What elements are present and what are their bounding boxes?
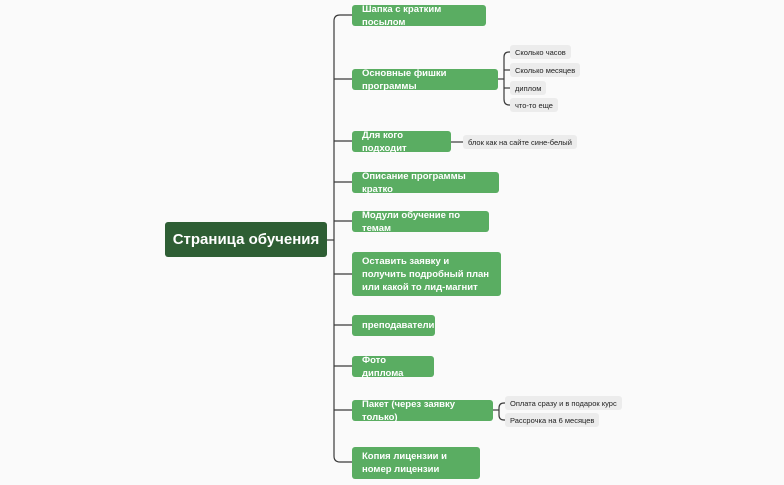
- leaf-connector: [503, 51, 510, 58]
- branch-label: Основные фишки программы: [362, 67, 447, 92]
- leaf-diploma[interactable]: диплом: [510, 81, 547, 95]
- leaf-something-else[interactable]: что-то еще: [510, 98, 558, 112]
- branch-node-hero[interactable]: Шапка с кратким посылом: [352, 3, 486, 28]
- branch-node-audience[interactable]: Для кого подходит: [352, 129, 451, 154]
- branch-node-package[interactable]: Пакет (через заявку только): [352, 398, 493, 423]
- leaf-months[interactable]: Сколько месяцев: [510, 63, 581, 77]
- branch-node-diploma-photo[interactable]: Фото диплома: [352, 354, 434, 379]
- branch-node-short-description[interactable]: Описание программы кратко: [352, 170, 499, 195]
- branch-node-request-plan[interactable]: Оставить заявку и получить подробный пла…: [352, 252, 501, 296]
- branch-connector: [333, 14, 352, 22]
- branch-connector: [333, 455, 352, 463]
- leaf-installment[interactable]: Рассрочка на 6 месяцев: [505, 413, 600, 427]
- branch-node-modules[interactable]: Модули обучение по темам: [352, 209, 489, 234]
- leaf-connector: [503, 98, 510, 106]
- branch-label: Оставить заявку и получить подробный пла…: [362, 255, 490, 293]
- branch-label: Пакет (через заявку только): [362, 398, 456, 423]
- root-label: Страница обучения: [172, 231, 320, 248]
- leaf-hours[interactable]: Сколько часов: [510, 45, 571, 59]
- branch-node-license[interactable]: Копия лицензии и номер лицензии: [352, 447, 480, 479]
- root-node[interactable]: Страница обучения: [165, 222, 327, 257]
- branch-node-features[interactable]: Основные фишки программы: [352, 67, 498, 92]
- branch-node-teachers[interactable]: преподаватели: [352, 315, 435, 336]
- branch-label: Модули обучение по темам: [362, 209, 461, 234]
- branch-label: Шапка с кратким посылом: [362, 3, 442, 28]
- leaf-connector: [498, 402, 505, 409]
- leaf-pay-now-gift[interactable]: Оплата сразу и в подарок курс: [505, 396, 622, 410]
- branch-label: преподаватели: [362, 320, 435, 331]
- branch-label: Описание программы кратко: [362, 170, 466, 195]
- branch-label: Для кого подходит: [362, 129, 407, 154]
- branch-label: Копия лицензии и номер лицензии: [362, 451, 447, 475]
- branch-label: Фото диплома: [362, 354, 404, 379]
- leaf-connector: [498, 414, 505, 421]
- leaf-blue-white-block[interactable]: блок как на сайте сине-белый: [463, 135, 577, 149]
